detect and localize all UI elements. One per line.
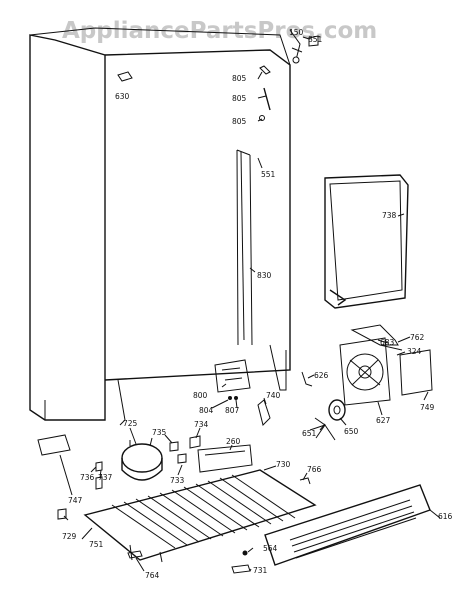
part-label: 804	[199, 406, 214, 415]
part-label: 805	[232, 94, 247, 103]
condenser-illustration	[83, 469, 317, 563]
part-label: 737	[98, 473, 113, 482]
part-label: 630	[115, 92, 130, 101]
part-labels: 150 851 630 805 805 805 551 738 830 762 …	[62, 28, 453, 580]
part-label: 805	[232, 74, 247, 83]
part-label: 749	[420, 403, 435, 412]
part-label: 616	[438, 512, 453, 521]
part-label: 729	[62, 532, 77, 541]
evaporator-fan-illustration	[339, 324, 433, 406]
part-label: 324	[407, 347, 422, 356]
part-label: 740	[266, 391, 281, 400]
fan-motor-illustration	[309, 399, 346, 441]
part-label: 751	[89, 540, 104, 549]
part-label: 725	[123, 419, 138, 428]
part-label: 736	[80, 473, 95, 482]
part-label: 805	[232, 117, 247, 126]
part-label: 626	[314, 371, 329, 380]
part-label: 747	[68, 496, 83, 505]
leader-lines	[59, 36, 441, 572]
cabinet-illustration	[29, 27, 291, 426]
part-label: 738	[382, 211, 397, 220]
watermark-text: AppliancePartsPros.com	[62, 18, 377, 44]
part-label: 731	[253, 566, 268, 575]
door-gasket-illustration	[324, 174, 409, 309]
fasteners-illustration	[127, 550, 251, 574]
part-label: 650	[344, 427, 359, 436]
part-label: 800	[193, 391, 208, 400]
part-label: 564	[263, 544, 278, 553]
control-box-illustration	[197, 444, 253, 473]
back-cover-illustration	[264, 484, 431, 566]
part-label: 627	[376, 416, 391, 425]
part-label: 851	[308, 35, 323, 44]
defrost-parts-illustration	[214, 359, 313, 426]
part-label: 260	[226, 437, 241, 446]
hinge-illustration	[259, 29, 319, 121]
compressor-illustration	[121, 437, 163, 481]
part-label: 762	[410, 333, 425, 342]
part-label: 733	[170, 476, 185, 485]
part-label: 734	[194, 420, 209, 429]
part-label: 651	[302, 429, 317, 438]
part-label: 735	[152, 428, 167, 437]
part-label: 807	[225, 406, 240, 415]
part-label: 730	[276, 460, 291, 469]
part-label: 150	[289, 28, 304, 37]
part-label: 830	[257, 271, 272, 280]
part-label: 551	[261, 170, 276, 179]
part-label: 766	[307, 465, 322, 474]
part-label: 764	[145, 571, 160, 580]
part-label: 683	[380, 338, 395, 347]
